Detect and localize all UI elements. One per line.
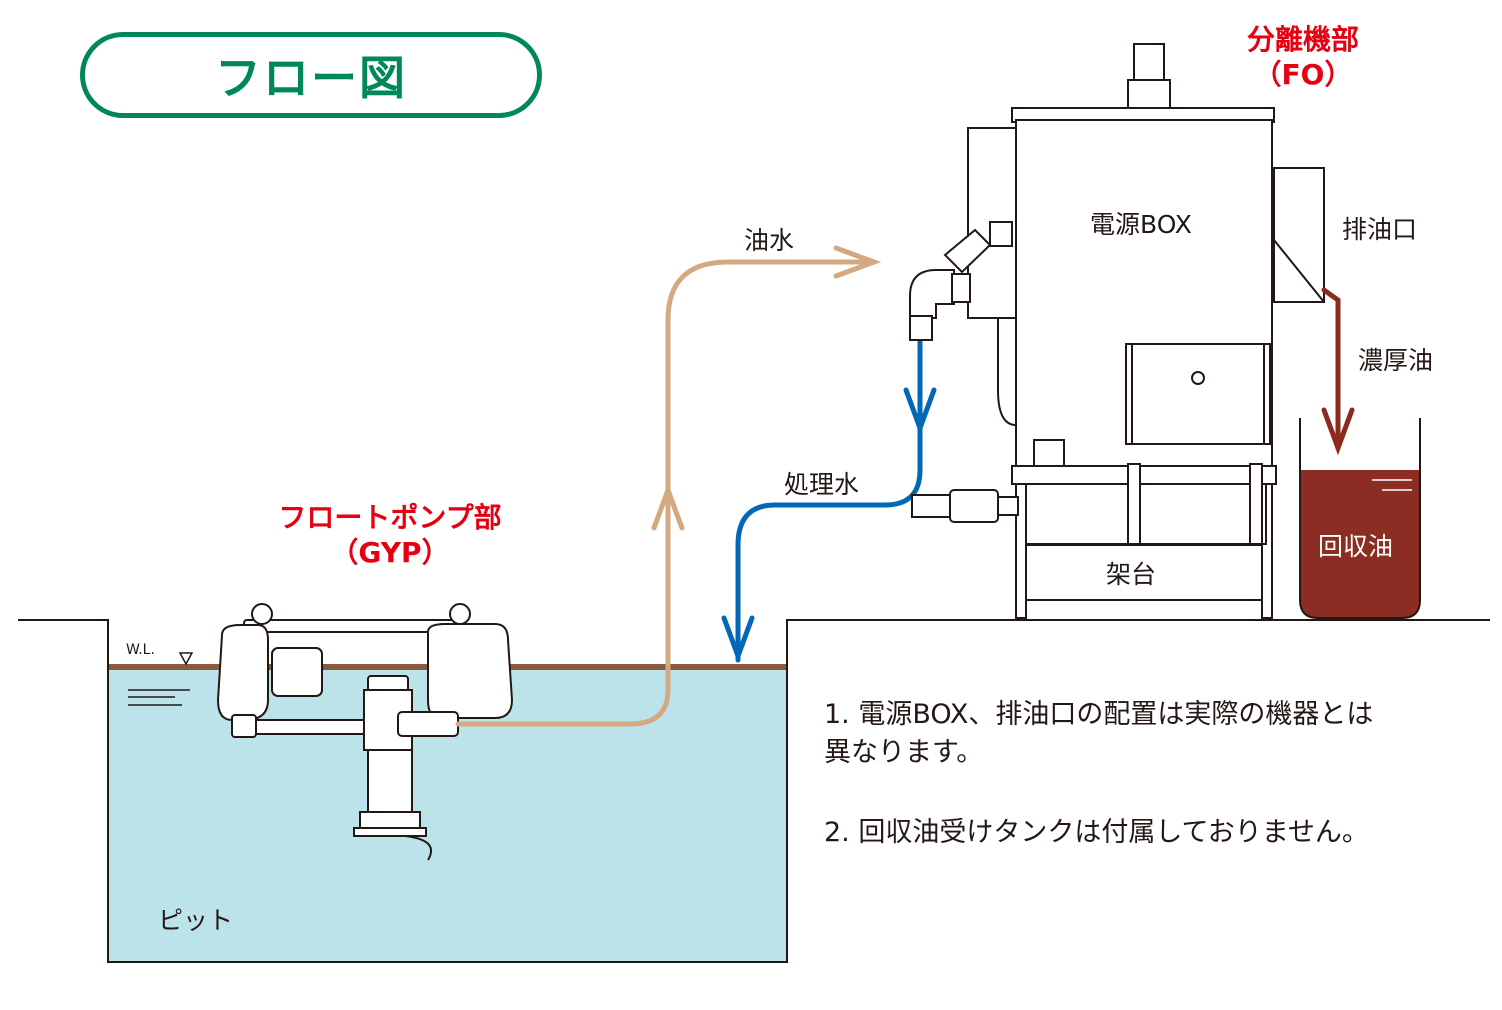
thick-oil-label: 濃厚油 xyxy=(1358,346,1434,375)
pit-label: ピット xyxy=(158,906,234,935)
oily-water-pipe xyxy=(455,245,882,727)
water-level-marker xyxy=(128,652,194,706)
water-level-label: W.L. xyxy=(126,642,155,658)
float-pump-name: フロートポンプ部 xyxy=(278,501,502,534)
treated-water-label: 処理水 xyxy=(784,470,860,499)
oily-water-label: 油水 xyxy=(744,226,795,255)
float-pump-label: フロートポンプ部 （GYP） xyxy=(255,500,525,570)
separator-label: 分離機部 （FO） xyxy=(1228,22,1378,92)
note-1-line-1: 1. 電源BOX、排油口の配置は実際の機器とは xyxy=(824,699,1374,730)
note-2: 2. 回収油受けタンクは付属しておりません。 xyxy=(824,817,1369,848)
float-pump-unit xyxy=(216,603,514,861)
separator-unit xyxy=(909,43,1325,619)
drain-outlet-label: 排油口 xyxy=(1342,215,1418,244)
separator-name: 分離機部 xyxy=(1246,23,1359,56)
stand-label: 架台 xyxy=(1106,560,1157,589)
note-1: 1. 電源BOX、排油口の配置は実際の機器とは 異なります。 xyxy=(824,696,1373,772)
title-badge: フロー図 xyxy=(80,32,542,118)
ground-and-pit xyxy=(18,619,1490,963)
note-1-line-2: 異なります。 xyxy=(824,737,984,768)
thick-oil-pipe xyxy=(1321,287,1355,456)
separator-code: （FO） xyxy=(1253,58,1353,91)
float-pump-code: （GYP） xyxy=(330,536,450,569)
page-title: フロー図 xyxy=(215,51,407,105)
power-box-label: 電源BOX xyxy=(1090,210,1192,239)
recovery-tank xyxy=(1299,418,1421,619)
treated-water-pipe xyxy=(721,337,937,664)
recovered-oil-label: 回収油 xyxy=(1318,532,1394,561)
